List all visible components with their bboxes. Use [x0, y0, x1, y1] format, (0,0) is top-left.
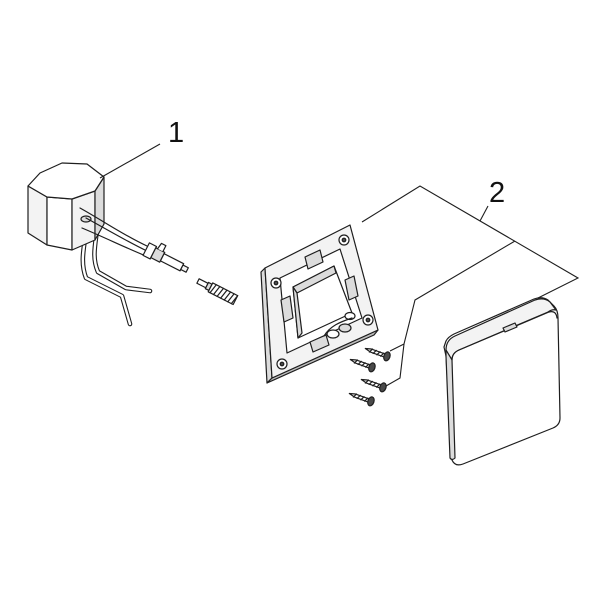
wire-b-outline [92, 227, 153, 294]
screw-shaft [360, 378, 384, 390]
part-1-assembly: 1 [27, 117, 239, 327]
part-2-assembly: 2 [260, 177, 580, 466]
box-cable-entry [80, 215, 92, 223]
mounting-hole-top-left-inner [273, 280, 279, 286]
wire-b-core [93, 228, 152, 293]
part-label-2: 2 [489, 177, 505, 209]
plug-connector [142, 242, 189, 273]
frame-mounting-holes [270, 234, 374, 370]
clip-right [344, 275, 359, 301]
frame-clips [280, 249, 359, 353]
screw-4 [348, 392, 375, 407]
frame-terminal-block [323, 311, 356, 339]
threaded-pin [196, 278, 239, 306]
screw-shaft [349, 358, 373, 370]
junction-box [27, 162, 105, 251]
screw-head [368, 362, 376, 373]
screw-thread [368, 348, 385, 357]
clip-top [304, 249, 324, 270]
screw-head [379, 382, 387, 393]
part-label-1: 1 [168, 117, 184, 149]
screw-thread [352, 393, 369, 402]
leader-to-screws [385, 240, 516, 387]
leader-lines-2 [361, 185, 580, 387]
screw-shaft [364, 347, 388, 359]
box-top-face [27, 162, 105, 200]
mounting-frame [260, 224, 379, 384]
screws [348, 347, 391, 407]
terminal-wire [323, 317, 353, 337]
frame-window-shade-left [292, 286, 303, 339]
wire-1 [79, 207, 148, 247]
mounting-hole-bottom-right-inner [365, 317, 371, 323]
leader-line-1 [99, 143, 161, 179]
screw-head [367, 396, 375, 407]
screw-head [383, 351, 391, 362]
plug-body [159, 253, 185, 272]
screw-3 [360, 378, 387, 393]
hanging-wires [80, 227, 153, 327]
cover-left-edge [445, 349, 456, 461]
cover-notch [502, 322, 518, 333]
plug-tab [157, 242, 167, 253]
cover-plate [443, 297, 561, 466]
terminal-1 [326, 329, 340, 339]
clip-bottom [309, 334, 330, 353]
leader-to-frame-and-cover [361, 185, 580, 299]
screw-thread [353, 359, 370, 368]
mounting-hole-bottom-left-inner [279, 361, 285, 367]
leader-to-label-2 [479, 205, 489, 222]
screw-thread [364, 379, 381, 388]
box-side-face-2 [46, 196, 73, 251]
pin-threads [209, 284, 239, 305]
mounting-hole-top-right-inner [341, 237, 347, 243]
terminal-2 [338, 323, 352, 333]
wire-2 [85, 217, 148, 252]
screw-1 [364, 347, 391, 362]
connecting-wires [79, 207, 148, 257]
wire-3 [81, 227, 147, 257]
screw-2 [349, 358, 376, 373]
screw-shaft [348, 392, 372, 404]
plug-tip [180, 264, 189, 273]
clip-left [280, 295, 294, 323]
